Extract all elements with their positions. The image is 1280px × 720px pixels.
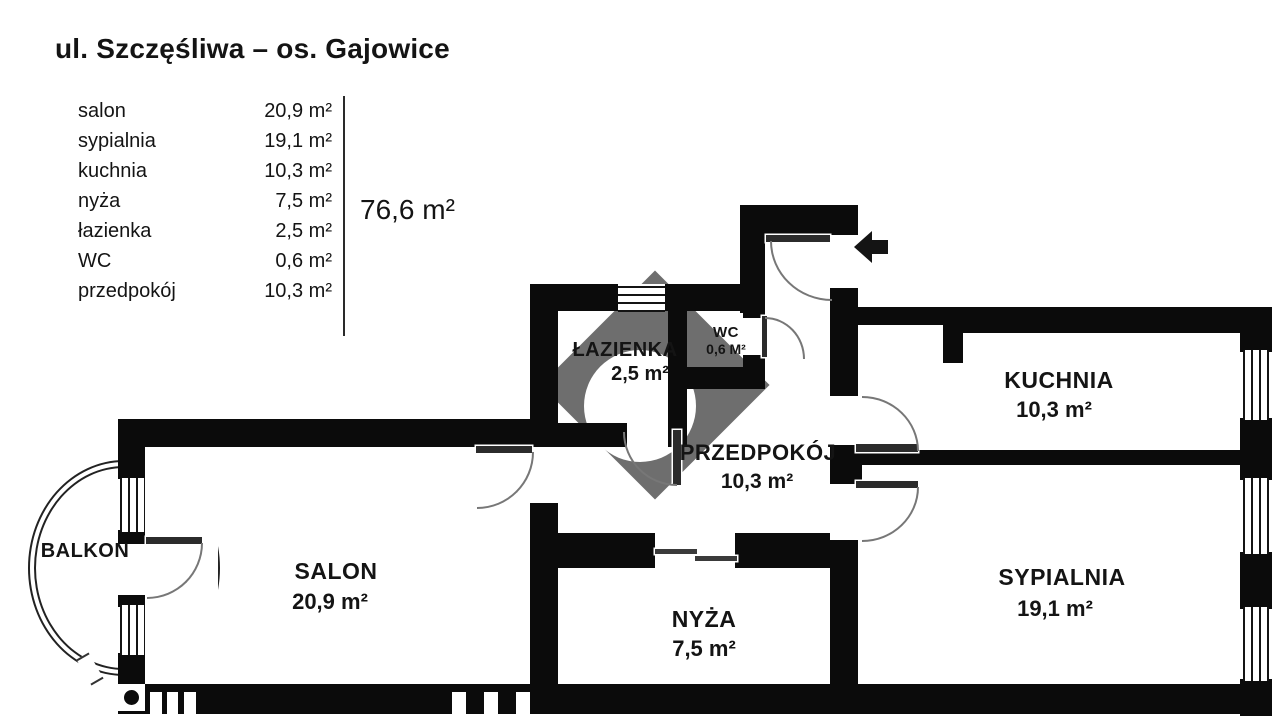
- window-salon-2: [120, 605, 145, 655]
- wall: [740, 205, 858, 235]
- wall: [118, 419, 145, 479]
- wall-slot: [167, 692, 178, 714]
- wall: [530, 503, 558, 714]
- wall: [830, 288, 858, 396]
- wall: [530, 284, 620, 311]
- wall: [858, 307, 948, 325]
- room-area-sypialnia: 19,1 m²: [1017, 596, 1093, 621]
- sliding-door-nyza: [655, 549, 697, 554]
- page-title: ul. Szczęśliwa – os. Gajowice: [55, 33, 450, 64]
- room-label-sypialnia: SYPIALNIA: [998, 564, 1126, 590]
- legend-divider: [343, 96, 345, 336]
- wall-slot: [484, 692, 498, 714]
- wall: [557, 423, 627, 447]
- door-arc-entrance: [770, 241, 832, 301]
- wall: [1240, 418, 1272, 480]
- wall: [118, 419, 558, 447]
- room-label-lazienka: ŁAZIENKA: [572, 339, 678, 361]
- door-arc-bathroom: [623, 432, 677, 486]
- door-leaf-balcony: [146, 537, 202, 544]
- wall: [740, 231, 765, 313]
- wall: [118, 595, 145, 607]
- window-bathroom: [618, 284, 665, 312]
- wall: [668, 367, 765, 389]
- door-arc-kitchen: [862, 396, 919, 451]
- room-label-przedpokoj: PRZEDPOKÓJ: [679, 440, 837, 465]
- door-leaf-bathroom: [673, 430, 681, 485]
- door-arc-bedroom: [862, 487, 919, 542]
- wall: [557, 533, 655, 568]
- door-arc-wc: [765, 317, 805, 359]
- wall: [1240, 307, 1272, 352]
- wall: [1240, 552, 1272, 609]
- room-area-lazienka: 2,5 m²: [611, 363, 669, 385]
- room-label-wc: WC: [713, 324, 739, 341]
- wall: [735, 533, 830, 568]
- door-leaf-salon: [476, 446, 532, 453]
- total-area: 76,6 m²: [360, 194, 455, 225]
- wall-slot: [516, 692, 530, 714]
- entrance-arrow-icon: [871, 240, 888, 254]
- room-area-kuchnia: 10,3 m²: [1016, 397, 1092, 422]
- wall: [943, 307, 1245, 333]
- wall: [668, 285, 687, 447]
- room-area-salon: 20,9 m²: [292, 589, 368, 614]
- wall-slot: [452, 692, 466, 714]
- window-salon-1: [120, 478, 145, 532]
- entrance-arrow-icon: [854, 231, 872, 263]
- room-area-nyza: 7,5 m²: [672, 636, 736, 661]
- window-kitchen: [1243, 350, 1269, 420]
- wall-slot: [150, 692, 162, 714]
- room-label-balkon: BALKON: [40, 540, 130, 562]
- wall: [830, 540, 858, 690]
- wall: [118, 684, 1270, 714]
- room-label-kuchnia: KUCHNIA: [1004, 367, 1114, 393]
- pipe-dot-icon: [124, 690, 139, 705]
- window-bedroom-1: [1243, 478, 1269, 554]
- wall: [530, 285, 558, 447]
- wall: [118, 530, 145, 544]
- room-label-nyza: NYŻA: [671, 606, 737, 632]
- room-area-wc: 0,6 M²: [706, 341, 746, 357]
- door-leaf-bedroom: [856, 481, 918, 488]
- wall: [743, 310, 765, 318]
- window-bedroom-2: [1243, 607, 1269, 681]
- room-area-przedpokoj: 10,3 m²: [720, 470, 794, 493]
- door-arc-salon: [477, 452, 534, 509]
- wall: [858, 450, 1270, 465]
- sliding-door-nyza: [695, 556, 737, 561]
- wall: [743, 355, 765, 367]
- room-label-salon: SALON: [294, 558, 378, 584]
- wall-slot: [184, 692, 196, 714]
- wall: [118, 653, 145, 686]
- wall: [943, 325, 963, 363]
- door-leaf-entrance: [766, 235, 830, 242]
